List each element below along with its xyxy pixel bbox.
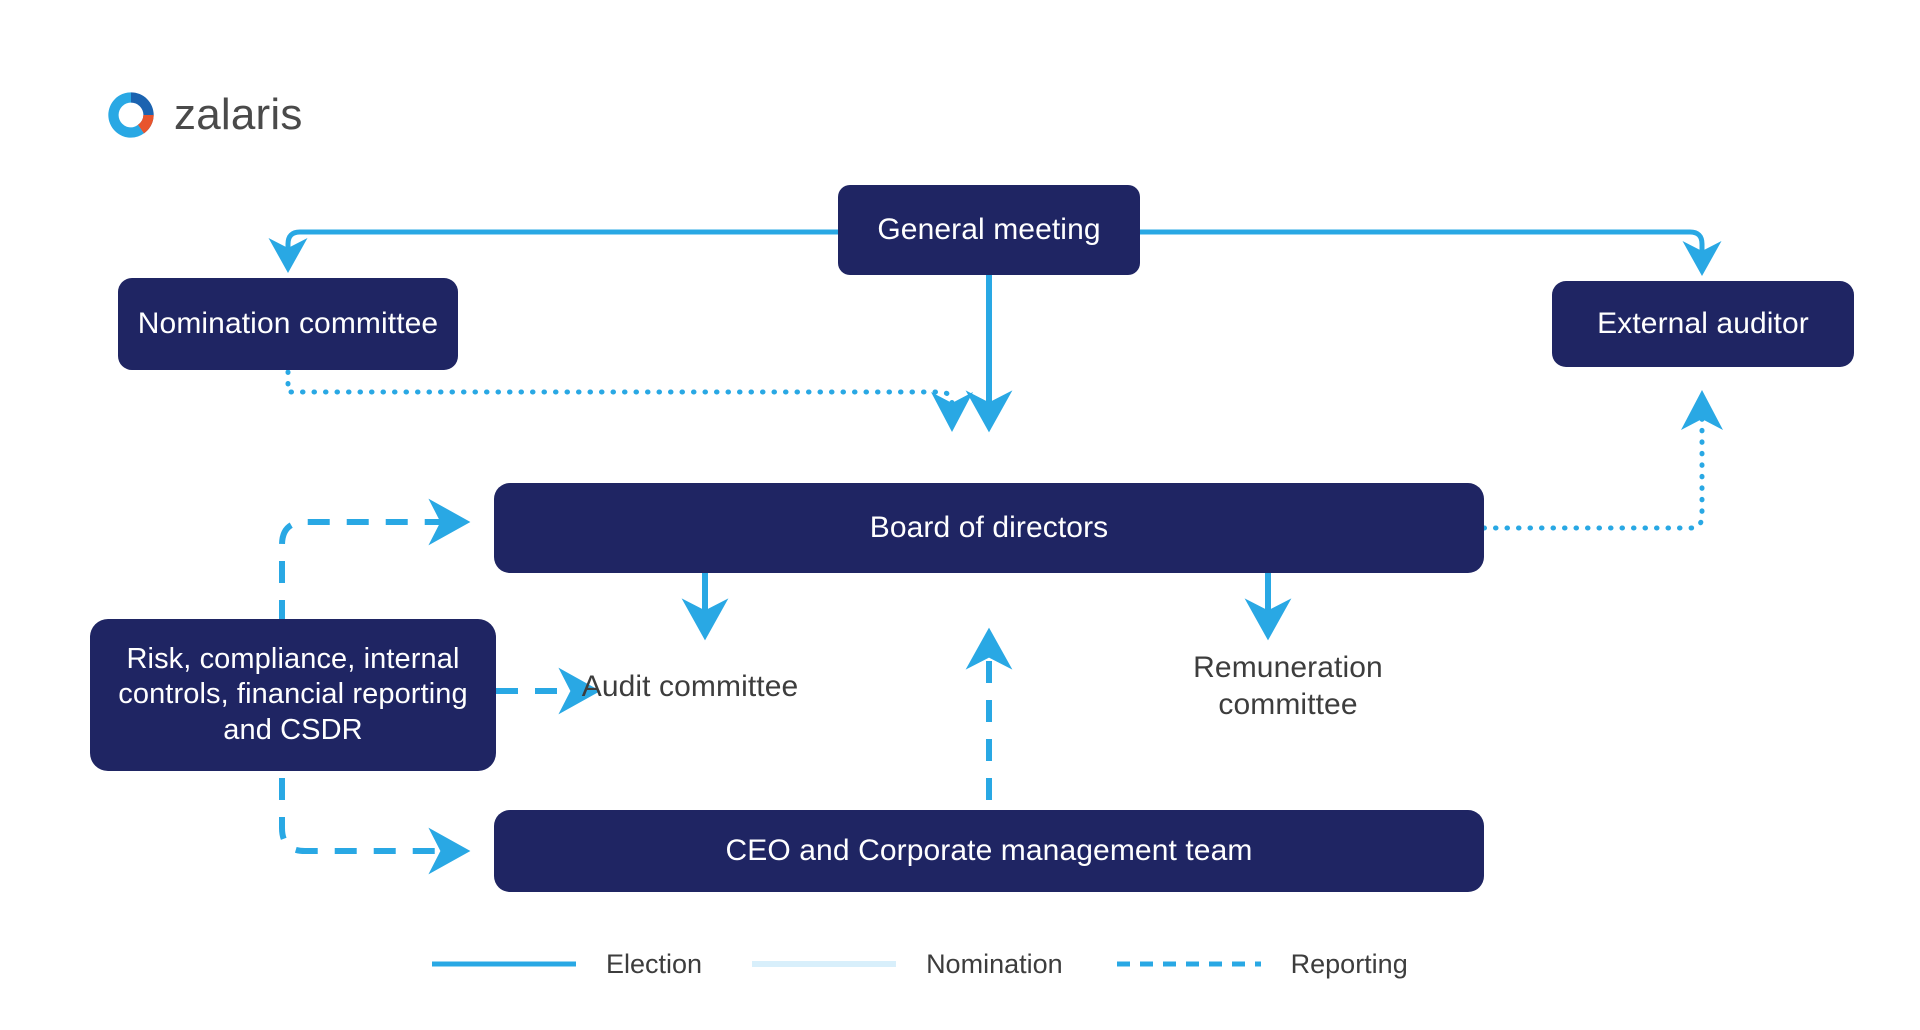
legend: Election Nomination Reporting [430, 944, 1520, 984]
legend-swatch-nomination-icon [752, 961, 897, 967]
legend-item-reporting: Reporting [1115, 949, 1408, 980]
node-external-auditor-label: External auditor [1597, 306, 1809, 340]
zalaris-swirl-logo-icon [108, 92, 154, 138]
node-risk-compliance[interactable]: Risk, compliance, internal controls, fin… [90, 619, 496, 771]
node-board-of-directors[interactable]: Board of directors [494, 483, 1484, 573]
node-remuneration-committee-label: Remuneration committee [1193, 651, 1383, 721]
node-audit-committee-label: Audit committee [581, 669, 799, 703]
node-remuneration-committee[interactable]: Remuneration committee [1118, 645, 1458, 729]
node-audit-committee[interactable]: Audit committee [560, 645, 820, 729]
node-nomination-committee-label: Nomination committee [137, 306, 439, 340]
node-nomination-committee[interactable]: Nomination committee [118, 278, 458, 370]
wire-nomination-to-board [285, 369, 973, 432]
node-risk-compliance-label: Risk, compliance, internal controls, fin… [118, 642, 468, 746]
legend-item-nomination: Nomination [750, 949, 1063, 980]
node-ceo-management-team[interactable]: CEO and Corporate management team [494, 810, 1484, 892]
wire-board-to-external [1481, 390, 1723, 531]
brand-wordmark: zalaris [174, 90, 303, 139]
legend-item-election: Election [430, 949, 702, 980]
node-external-auditor[interactable]: External auditor [1552, 281, 1854, 367]
legend-label-nomination: Nomination [926, 948, 1063, 979]
brand-logo: zalaris [104, 88, 303, 142]
legend-label-reporting: Reporting [1290, 948, 1408, 979]
node-general-meeting-label: General meeting [877, 212, 1101, 246]
node-general-meeting[interactable]: General meeting [838, 185, 1140, 275]
node-board-of-directors-label: Board of directors [869, 510, 1109, 544]
legend-swatch-election-icon [432, 961, 576, 967]
legend-swatch-reporting-icon [1116, 961, 1261, 967]
wire-gm-to-nomination [268, 229, 838, 274]
wire-gm-to-external [1140, 229, 1722, 277]
node-ceo-management-team-label: CEO and Corporate management team [725, 833, 1253, 867]
legend-label-election: Election [606, 948, 703, 979]
